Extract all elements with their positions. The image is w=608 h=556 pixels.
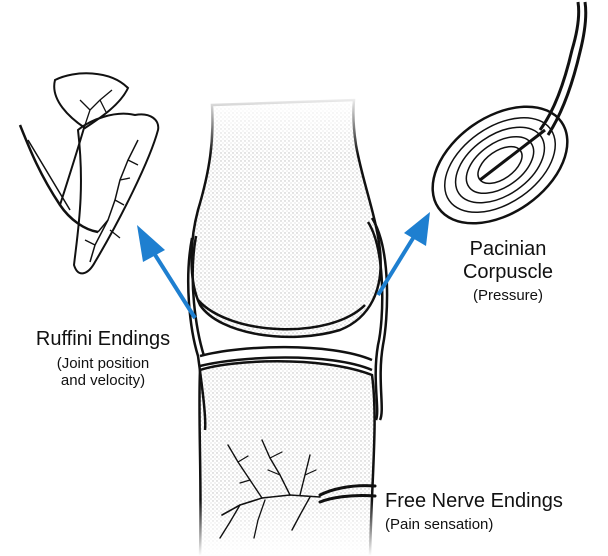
ruffini-desc-line2: and velocity)	[8, 372, 198, 389]
arrow-to-ruffini	[137, 225, 195, 318]
upper-bone	[192, 95, 381, 337]
ruffini-endings-illustration	[20, 73, 158, 273]
lower-bone	[196, 361, 376, 556]
pacinian-title-line1: Pacinian	[428, 238, 588, 261]
pacinian-corpuscle-illustration	[411, 2, 589, 247]
ruffini-title: Ruffini Endings	[8, 328, 198, 351]
pacinian-desc: (Pressure)	[428, 287, 588, 304]
ruffini-label: Ruffini Endings (Joint position and velo…	[8, 328, 198, 390]
free-nerve-label: Free Nerve Endings (Pain sensation)	[385, 490, 605, 533]
pacinian-title-line2: Corpuscle	[428, 261, 588, 284]
ruffini-desc-line1: (Joint position	[8, 355, 198, 372]
free-nerve-desc: (Pain sensation)	[385, 516, 605, 533]
pacinian-label: Pacinian Corpuscle (Pressure)	[428, 238, 588, 304]
free-nerve-title: Free Nerve Endings	[385, 490, 605, 513]
arrow-to-pacinian	[378, 212, 430, 295]
